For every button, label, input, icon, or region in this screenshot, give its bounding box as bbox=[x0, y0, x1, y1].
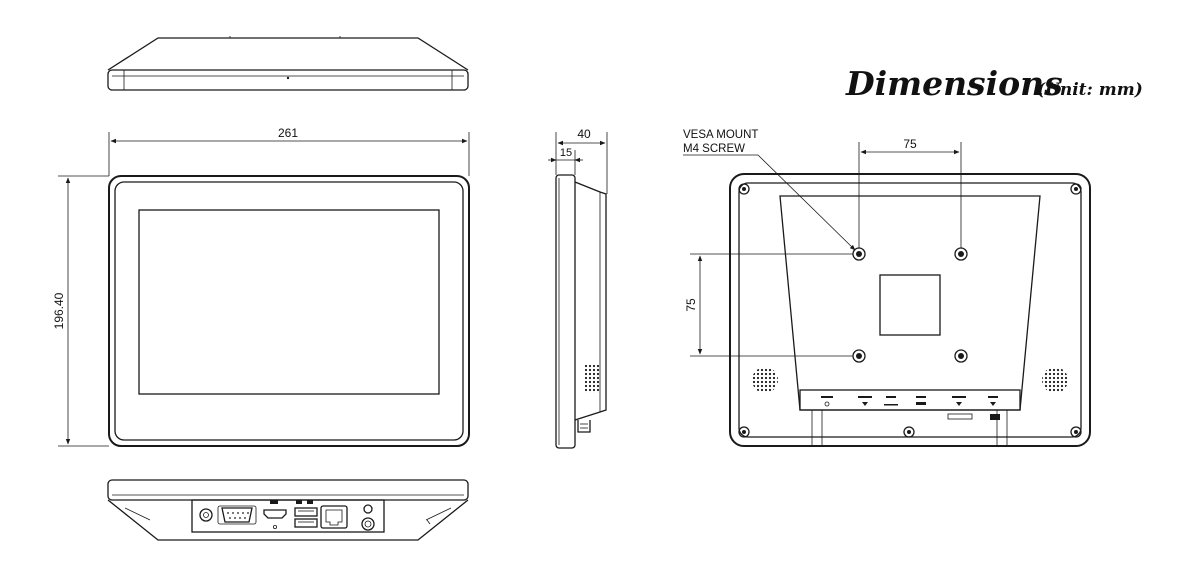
serial-port-icon bbox=[221, 507, 253, 523]
bezel-depth-label: 15 bbox=[560, 147, 572, 159]
depth-dimension: 40 15 bbox=[548, 127, 608, 194]
hdmi-port-icon bbox=[263, 509, 287, 519]
title-main: Dimensions bbox=[845, 64, 1063, 103]
audio-jack-icon bbox=[363, 504, 373, 514]
vesa-callout: VESA MOUNT M4 SCREW bbox=[683, 129, 856, 251]
vesa-screw-hole-icon bbox=[852, 247, 968, 363]
corner-screw-icon bbox=[738, 183, 1082, 438]
bottom-view bbox=[107, 479, 469, 541]
usb-port-icon bbox=[294, 507, 318, 517]
callout-line2: M4 SCREW bbox=[683, 143, 745, 155]
rear-port-markers bbox=[821, 396, 998, 407]
callout-line1: VESA MOUNT bbox=[683, 129, 758, 141]
power-jack-icon bbox=[199, 508, 213, 522]
screen-area bbox=[138, 209, 440, 395]
top-view bbox=[107, 36, 469, 91]
vesa-vertical-dimension: 75 bbox=[684, 253, 853, 357]
vesa-horizontal-label: 75 bbox=[903, 137, 917, 151]
rear-view bbox=[729, 173, 1091, 447]
side-view bbox=[555, 174, 607, 449]
vesa-horizontal-dimension: 75 bbox=[858, 137, 962, 248]
port-panel bbox=[191, 499, 385, 533]
power-button-icon bbox=[361, 517, 375, 531]
width-label: 261 bbox=[278, 126, 298, 140]
width-dimension: 261 bbox=[108, 126, 470, 176]
rear-speaker-left bbox=[752, 367, 778, 393]
vesa-vertical-label: 75 bbox=[684, 298, 698, 312]
diagram-title: Dimensions (Unit: mm) bbox=[845, 64, 1143, 103]
title-unit: (Unit: mm) bbox=[1037, 80, 1143, 100]
rear-speaker-right bbox=[1042, 367, 1068, 393]
rear-housing bbox=[779, 195, 1041, 411]
center-panel bbox=[879, 274, 941, 336]
height-dimension: 196.40 bbox=[52, 175, 109, 447]
height-label: 196.40 bbox=[52, 292, 66, 329]
ethernet-port-icon bbox=[320, 505, 348, 529]
side-speaker-grille bbox=[585, 365, 599, 393]
depth-label: 40 bbox=[577, 127, 591, 141]
front-view bbox=[108, 175, 470, 447]
